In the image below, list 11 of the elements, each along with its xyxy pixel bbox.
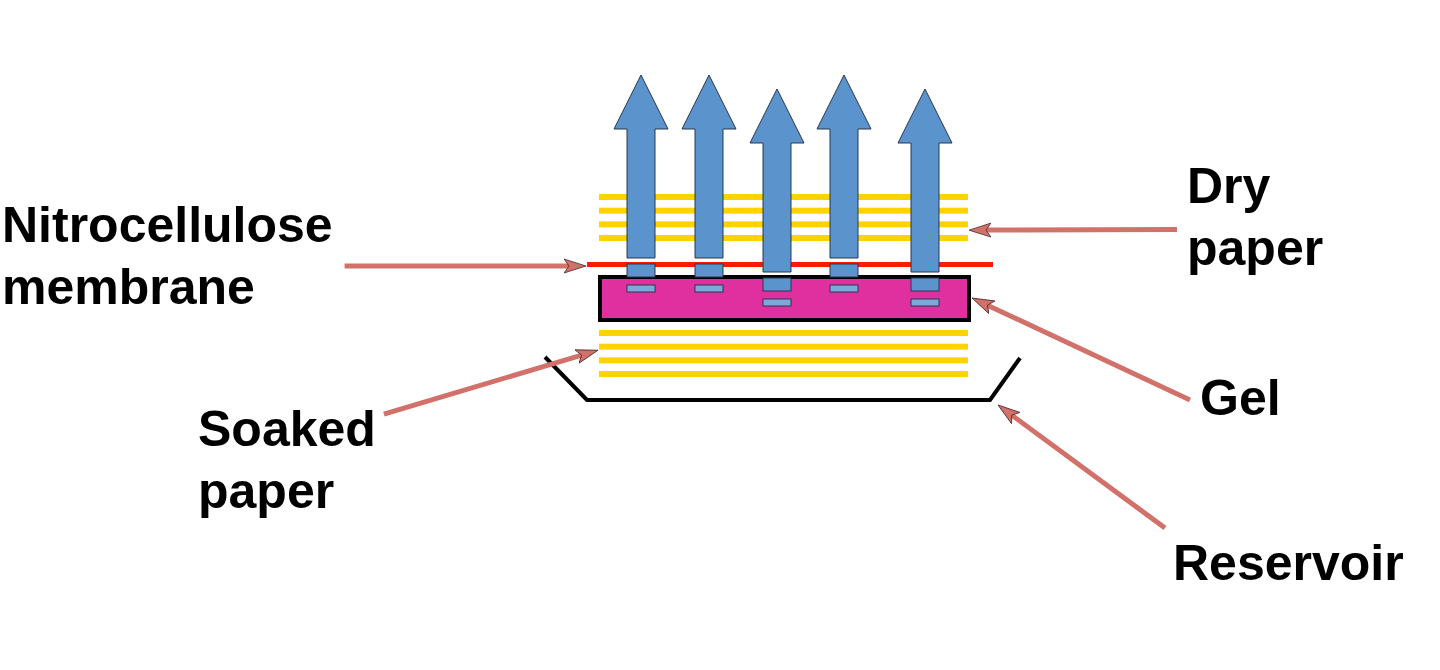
part-label: Reservoir — [1173, 532, 1404, 594]
leader-arrow — [383, 349, 599, 417]
leader-arrow — [344, 258, 587, 274]
leader-arrow — [971, 297, 1192, 403]
part-label: Dry paper — [1187, 155, 1324, 279]
reservoir-tray — [543, 355, 1022, 403]
part-label: Gel — [1200, 367, 1281, 429]
leader-arrow — [997, 404, 1167, 530]
paper-stack — [599, 330, 968, 377]
part-label: Soaked paper — [198, 398, 376, 522]
part-label: Nitrocellulose membrane — [2, 194, 333, 318]
